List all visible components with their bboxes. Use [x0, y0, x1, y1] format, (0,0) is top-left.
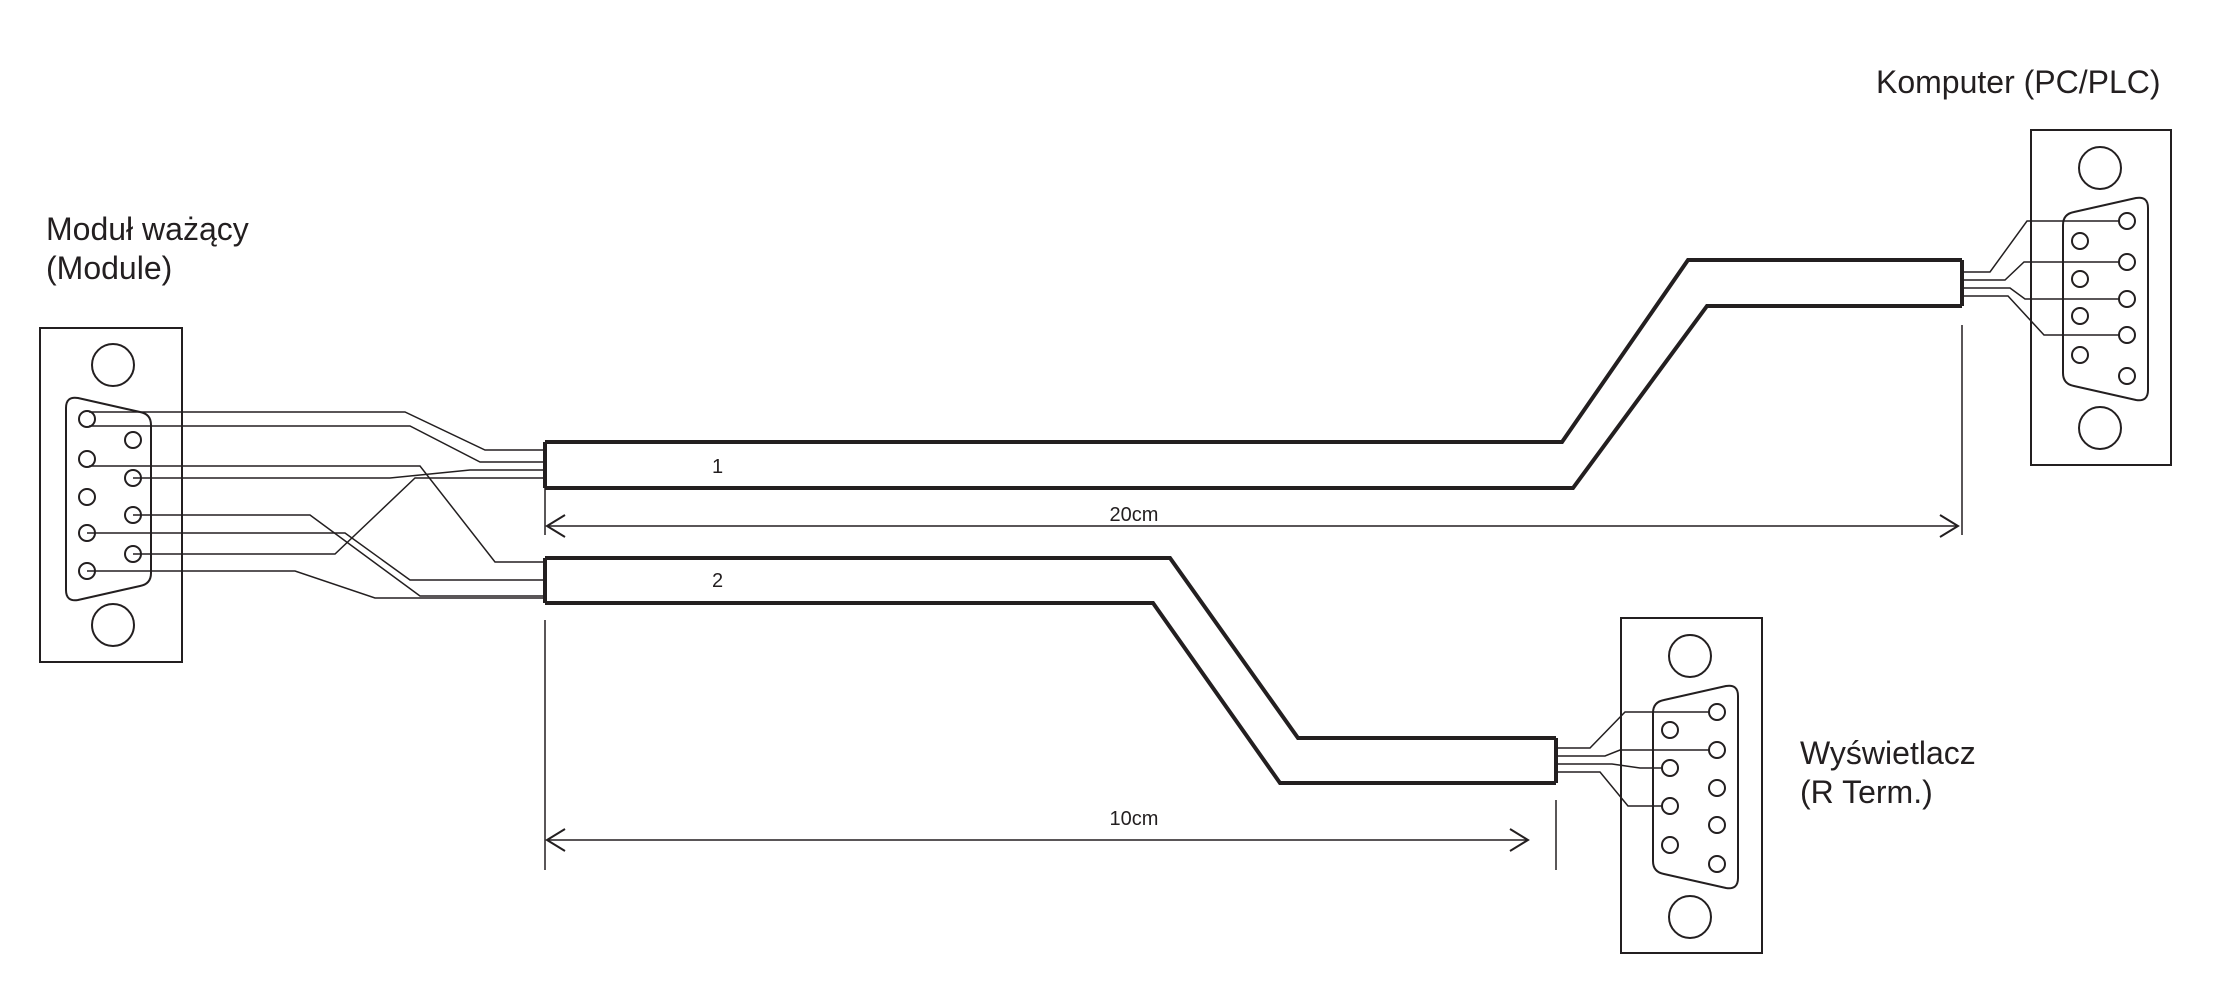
module-label: Moduł ważący (Module): [46, 210, 249, 288]
dim2-arrow-left: [545, 828, 566, 852]
computer-pin-5: [2118, 367, 2136, 385]
display-wires: [1556, 711, 1709, 807]
wire-m-2d: [87, 570, 545, 599]
cable-1-number: 1: [712, 456, 723, 478]
wire-m-2a: [89, 465, 545, 563]
display-pin-7: [1661, 759, 1679, 777]
dim1-arrow-right: [1939, 514, 1960, 538]
module-pin-6: [124, 431, 142, 449]
wire-m-1c: [133, 469, 545, 479]
wire-c-2: [1962, 261, 2119, 281]
display-pin-3: [1708, 779, 1726, 797]
computer-pin-7: [2071, 270, 2089, 288]
display-connector-plate: [1620, 617, 1763, 954]
dim1-arrow-left: [545, 514, 566, 538]
cable-2-number: 2: [712, 570, 723, 592]
computer-mount-hole-bottom: [2078, 406, 2122, 450]
module-connector-shell: [65, 396, 152, 602]
display-mount-hole-top: [1668, 634, 1712, 678]
module-wires: [87, 411, 545, 599]
display-pin-4: [1708, 816, 1726, 834]
cable-2: [543, 556, 1558, 785]
dim2-label: 10cm: [1110, 808, 1159, 830]
display-pin-1: [1708, 703, 1726, 721]
dimension-cable-2: [544, 620, 1557, 870]
display-label-line2: (R Term.): [1800, 774, 1933, 810]
module-pin-2: [78, 450, 96, 468]
wire-d-4: [1556, 771, 1662, 807]
display-pin-9: [1661, 836, 1679, 854]
cable-1-top-edge: [545, 258, 1962, 444]
computer-wires: [1962, 220, 2119, 336]
display-connector: [1620, 617, 1763, 954]
module-pins: [78, 410, 142, 580]
display-pin-2: [1708, 741, 1726, 759]
module-label-line1: Moduł ważący: [46, 211, 249, 247]
wire-c-1: [1962, 220, 2119, 273]
wire-c-3: [1962, 287, 2119, 300]
dim1-label: 20cm: [1110, 504, 1159, 526]
module-connector: [39, 327, 183, 663]
display-mount-hole-bottom: [1668, 895, 1712, 939]
wire-m-1a: [89, 411, 545, 451]
display-pin-6: [1661, 721, 1679, 739]
wire-m-1d: [133, 477, 545, 555]
cable-1: [543, 258, 1964, 490]
display-label-line1: Wyświetlacz: [1800, 735, 1976, 771]
module-connector-plate: [39, 327, 183, 663]
cable-2-top-edge: [545, 556, 1556, 740]
display-pin-8: [1661, 797, 1679, 815]
module-mount-hole-top: [91, 343, 135, 387]
display-label: Wyświetlacz (R Term.): [1800, 734, 1976, 812]
module-pin-1: [78, 410, 96, 428]
computer-pin-4: [2118, 326, 2136, 344]
computer-pin-6: [2071, 232, 2089, 250]
computer-pin-3: [2118, 290, 2136, 308]
display-pins: [1661, 703, 1726, 873]
dim2-arrow-right: [1509, 828, 1530, 852]
module-pin-3: [78, 488, 96, 506]
wire-c-4: [1962, 295, 2119, 336]
wire-m-2c: [133, 514, 545, 597]
computer-connector-plate: [2030, 129, 2172, 466]
computer-connector: [2030, 129, 2172, 466]
computer-connector-shell: [2062, 196, 2149, 402]
computer-pin-1: [2118, 212, 2136, 230]
cable-1-bottom-edge: [545, 304, 1962, 490]
wire-m-2b: [87, 532, 545, 581]
dimension-cable-1: [544, 325, 1963, 538]
wire-d-1: [1556, 711, 1709, 749]
wire-d-2: [1556, 749, 1709, 757]
computer-mount-hole-top: [2078, 146, 2122, 190]
wire-d-3: [1556, 763, 1662, 769]
cable-2-bottom-edge: [545, 601, 1556, 785]
computer-pin-9: [2071, 346, 2089, 364]
module-mount-hole-bottom: [91, 603, 135, 647]
wire-m-1b: [89, 425, 545, 463]
display-pin-5: [1708, 855, 1726, 873]
computer-pin-8: [2071, 307, 2089, 325]
computer-pin-2: [2118, 253, 2136, 271]
module-label-line2: (Module): [46, 250, 173, 286]
computer-label: Komputer (PC/PLC): [1876, 64, 2161, 100]
display-connector-shell: [1652, 684, 1739, 890]
